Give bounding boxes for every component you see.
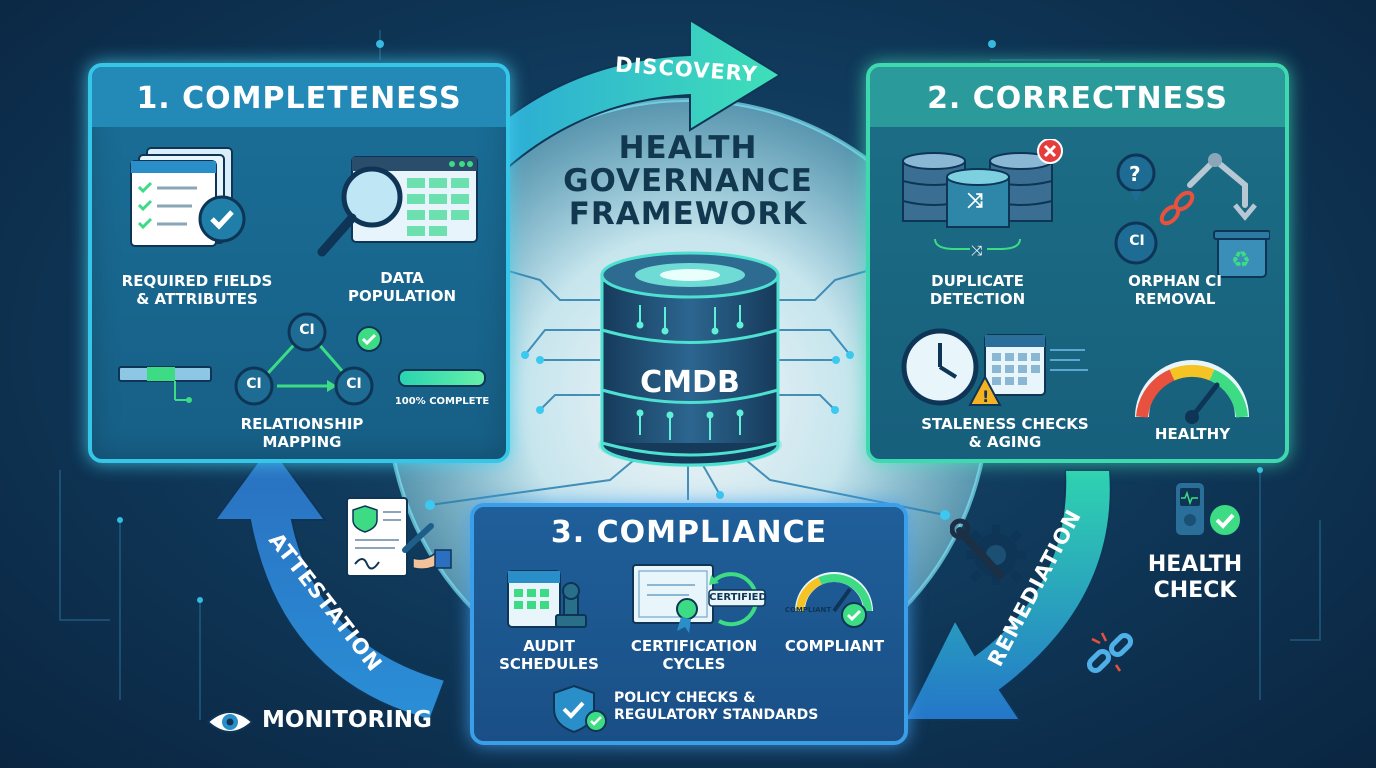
svg-text:⤨: ⤨ xyxy=(971,243,983,259)
ci-node-right: CI xyxy=(346,376,362,392)
svg-text:!: ! xyxy=(982,387,989,406)
correctness-title: 2. CORRECTNESS xyxy=(927,81,1228,116)
compliance-title: 3. COMPLIANCE xyxy=(550,515,828,550)
audit-schedules-label: AUDIT SCHEDULES xyxy=(499,637,599,673)
config-slider-icon xyxy=(118,366,212,403)
svg-text:♻: ♻ xyxy=(1231,248,1251,273)
orphan-ci-removal-label: ORPHAN CI REMOVAL xyxy=(1128,272,1222,308)
compliance-panel: 3. COMPLIANCE AUDIT SCHEDULES CERTIFIED … xyxy=(470,503,908,745)
duplicate-detection-label: DUPLICATE DETECTION xyxy=(929,272,1026,308)
data-population-label: DATA POPULATION xyxy=(347,269,457,305)
compliant-gauge-icon xyxy=(795,572,873,628)
ci-node-left: CI xyxy=(246,376,262,392)
correctness-panel: 2. CORRECTNESS ⤨ ⤨ DUPLICATE DETECTION ? xyxy=(866,63,1289,463)
compliant-label: COMPLIANT xyxy=(784,637,885,655)
monitoring-label: MONITORING xyxy=(262,707,432,733)
magnifier-spreadsheet-icon xyxy=(317,156,478,257)
gear-wrench-icon xyxy=(950,518,1026,585)
completion-progress-bar xyxy=(398,369,486,387)
policy-checks-label: POLICY CHECKS & REGULATORY STANDARDS xyxy=(614,690,819,723)
health-monitor-icon xyxy=(1174,481,1242,537)
clock-calendar-icon: ! xyxy=(901,328,1088,406)
checklist-documents-icon xyxy=(130,147,246,247)
framework-title-line-1: HEALTH xyxy=(618,130,758,166)
health-gauge-icon xyxy=(1135,360,1249,424)
healthy-label: HEALTHY xyxy=(1154,425,1231,443)
progress-label: 100% COMPLETE xyxy=(394,396,490,407)
framework-title-line-3: FRAMEWORK xyxy=(568,196,808,232)
cmdb-database-icon xyxy=(598,251,782,467)
certificate-icon xyxy=(632,564,766,633)
compliant-gauge-label: COMPLIANT xyxy=(784,606,832,614)
eye-icon xyxy=(206,711,254,733)
audit-calendar-stamp-icon xyxy=(507,570,587,628)
health-check-label: HEALTH CHECK xyxy=(1147,552,1243,603)
relationship-graph-icon xyxy=(234,312,382,406)
orphan-ci-removal-icon: ? ♻ xyxy=(1114,153,1270,278)
relationship-mapping-label: RELATIONSHIP MAPPING xyxy=(240,415,364,451)
framework-title: HEALTH GOVERNANCE FRAMEWORK xyxy=(540,132,836,231)
signed-document-icon xyxy=(346,497,452,577)
required-fields-label: REQUIRED FIELDS & ATTRIBUTES xyxy=(121,272,273,308)
svg-text:⤨: ⤨ xyxy=(967,188,983,212)
duplicate-databases-icon: ⤨ ⤨ xyxy=(902,139,1063,259)
ci-node-top: CI xyxy=(299,322,315,338)
completeness-title: 1. COMPLETENESS xyxy=(136,81,462,116)
certification-cycles-label: CERTIFICATION CYCLES xyxy=(630,637,758,673)
broken-link-icon xyxy=(1086,632,1134,674)
orphan-ci-node: CI xyxy=(1129,233,1145,249)
svg-text:?: ? xyxy=(1129,162,1141,186)
staleness-checks-label: STALENESS CHECKS & AGING xyxy=(921,415,1089,451)
cmdb-label: CMDB xyxy=(640,365,740,400)
shield-check-icon xyxy=(553,684,607,734)
completeness-panel: 1. COMPLETENESS REQUIRED FIELDS & ATTRIB… xyxy=(88,63,510,463)
certified-stamp-label: CERTIFIED xyxy=(709,592,767,603)
completion-progress-fill xyxy=(400,371,484,385)
framework-title-line-2: GOVERNANCE xyxy=(563,163,813,199)
